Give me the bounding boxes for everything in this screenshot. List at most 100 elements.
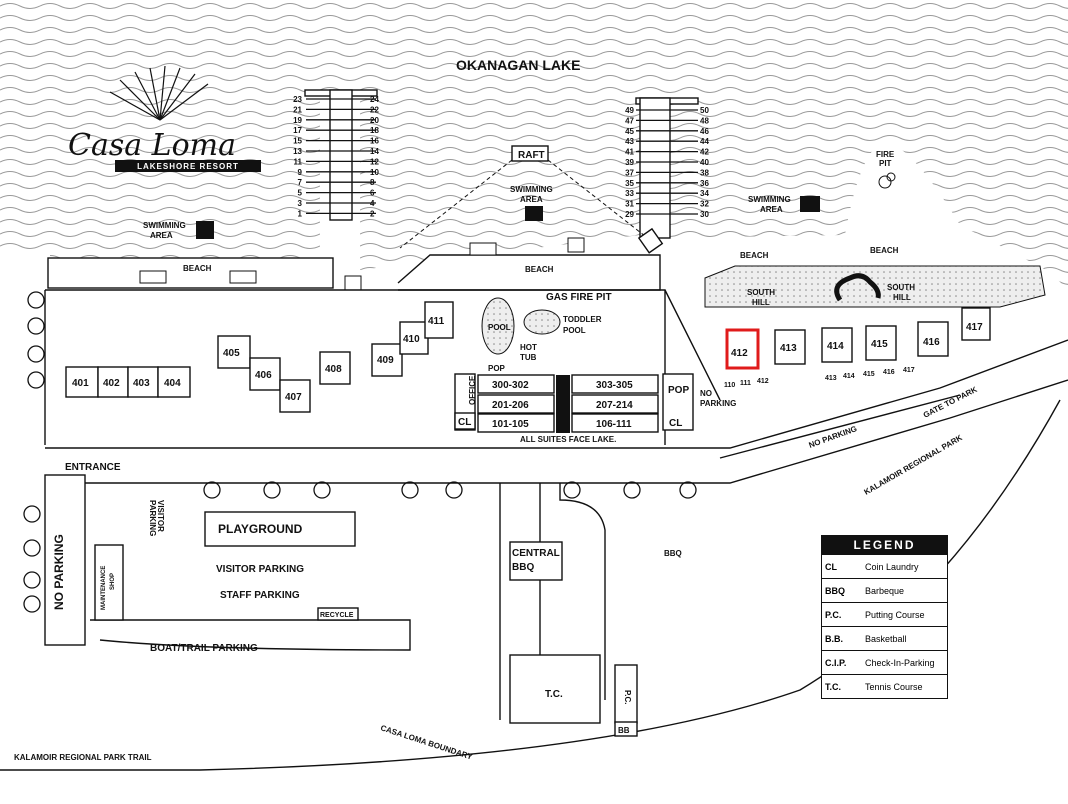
slip-number: 46 [700, 127, 709, 136]
tree-icon [23, 571, 41, 589]
svg-text:410: 410 [403, 334, 420, 345]
slip-number: 22 [370, 105, 379, 114]
slip-number: 18 [370, 126, 379, 135]
svg-text:416: 416 [883, 369, 895, 376]
slip-number: 10 [370, 168, 379, 177]
svg-text:STAFF PARKING: STAFF PARKING [220, 590, 300, 601]
slip-number: 33 [625, 189, 634, 198]
swimming-area-center: SWIMMING AREA [510, 185, 553, 221]
legend-row: P.C.Putting Course [822, 602, 947, 626]
slip-number: 30 [700, 210, 709, 219]
slip-number: 34 [700, 189, 709, 198]
tree-icon [27, 317, 45, 335]
svg-text:P.C.: P.C. [623, 690, 632, 705]
svg-text:416: 416 [923, 337, 940, 348]
beach-left [47, 257, 334, 289]
svg-text:403: 403 [133, 378, 150, 389]
svg-text:BEACH: BEACH [870, 246, 899, 255]
svg-text:AREA: AREA [150, 231, 173, 240]
svg-text:SWIMMING: SWIMMING [510, 185, 553, 194]
slip-number: 11 [294, 157, 303, 166]
unit-412-highlighted[interactable] [725, 328, 760, 370]
slip-number: 12 [370, 157, 379, 166]
playground [204, 511, 356, 547]
svg-text:BOAT/TRAIL PARKING: BOAT/TRAIL PARKING [150, 643, 258, 654]
svg-text:414: 414 [843, 373, 855, 380]
slip-number: 20 [370, 116, 379, 125]
svg-text:106-111: 106-111 [596, 419, 632, 430]
unit-409 [371, 343, 403, 377]
svg-text:300-302: 300-302 [492, 380, 529, 391]
unit-416 [917, 321, 949, 357]
lake-water [0, 0, 1068, 290]
svg-text:414: 414 [827, 341, 844, 352]
tree-icon [27, 345, 45, 363]
svg-text:SOUTH: SOUTH [887, 283, 915, 292]
legend-row: C.I.P.Check-In-Parking [822, 650, 947, 674]
toddler-pool [523, 309, 561, 335]
slip-number: 47 [625, 116, 634, 125]
slip-number: 8 [370, 178, 375, 187]
slip-number: 2 [370, 209, 375, 218]
slip-number: 37 [625, 168, 634, 177]
svg-text:412: 412 [757, 378, 769, 385]
unit-411 [424, 301, 454, 339]
pop-building [662, 373, 694, 431]
svg-text:POOL: POOL [488, 323, 511, 332]
tree-icon [445, 481, 463, 499]
slip-number: 7 [298, 178, 303, 187]
svg-text:401: 401 [72, 378, 89, 389]
unit-408 [319, 351, 351, 385]
svg-text:SHOP: SHOP [110, 573, 116, 590]
svg-text:POP: POP [488, 364, 506, 373]
slip-number: 29 [625, 210, 634, 219]
svg-text:417: 417 [966, 322, 983, 333]
svg-text:HOT: HOT [520, 343, 537, 352]
raft [511, 145, 549, 162]
svg-text:405: 405 [223, 348, 240, 359]
unit-414 [821, 327, 853, 363]
svg-text:HILL: HILL [893, 293, 911, 302]
svg-text:MAINTENANCE: MAINTENANCE [101, 566, 107, 610]
suites-201-206 [477, 394, 555, 414]
tree-icon [23, 595, 41, 613]
svg-text:ENTRANCE: ENTRANCE [65, 462, 121, 473]
svg-text:SOUTH: SOUTH [747, 288, 775, 297]
slip-number: 5 [298, 189, 303, 198]
slip-number: 6 [370, 189, 375, 198]
slip-number: 50 [700, 106, 709, 115]
svg-text:AREA: AREA [520, 195, 543, 204]
pool [481, 297, 515, 355]
unit-405 [217, 335, 251, 369]
svg-text:POP: POP [668, 385, 689, 396]
slip-number: 35 [625, 179, 634, 188]
swimming-area-left: SWIMMING AREA [143, 221, 214, 240]
tree-icon [623, 481, 641, 499]
slip-number: 3 [298, 199, 303, 208]
svg-text:SWIMMING: SWIMMING [748, 195, 791, 204]
svg-text:OFFICE: OFFICE [468, 375, 477, 405]
svg-text:BEACH: BEACH [740, 251, 769, 260]
slip-number: 49 [625, 106, 634, 115]
svg-text:413: 413 [825, 375, 837, 382]
svg-text:415: 415 [863, 371, 875, 378]
logo-title: Casa Loma [68, 128, 236, 163]
swimming-area-right: SWIMMING AREA [748, 195, 820, 214]
tree-icon [27, 291, 45, 309]
suites-207-214 [571, 394, 659, 414]
slip-number: 14 [370, 147, 379, 156]
svg-text:201-206: 201-206 [492, 400, 529, 411]
slip-number: 16 [370, 137, 379, 146]
svg-text:KALAMOIR REGIONAL PARK TRAIL: KALAMOIR REGIONAL PARK TRAIL [14, 753, 152, 762]
coin-laundry-left [454, 412, 476, 430]
svg-text:RECYCLE: RECYCLE [320, 612, 354, 619]
svg-text:KALAMOIR REGIONAL PARK: KALAMOIR REGIONAL PARK [863, 433, 964, 497]
svg-text:PARKING: PARKING [700, 399, 736, 408]
svg-text:NO: NO [700, 389, 712, 398]
svg-text:BEACH: BEACH [525, 265, 554, 274]
svg-text:CASA LOMA BOUNDARY: CASA LOMA BOUNDARY [379, 723, 474, 761]
tree-icon [401, 481, 419, 499]
slip-number: 45 [625, 127, 634, 136]
